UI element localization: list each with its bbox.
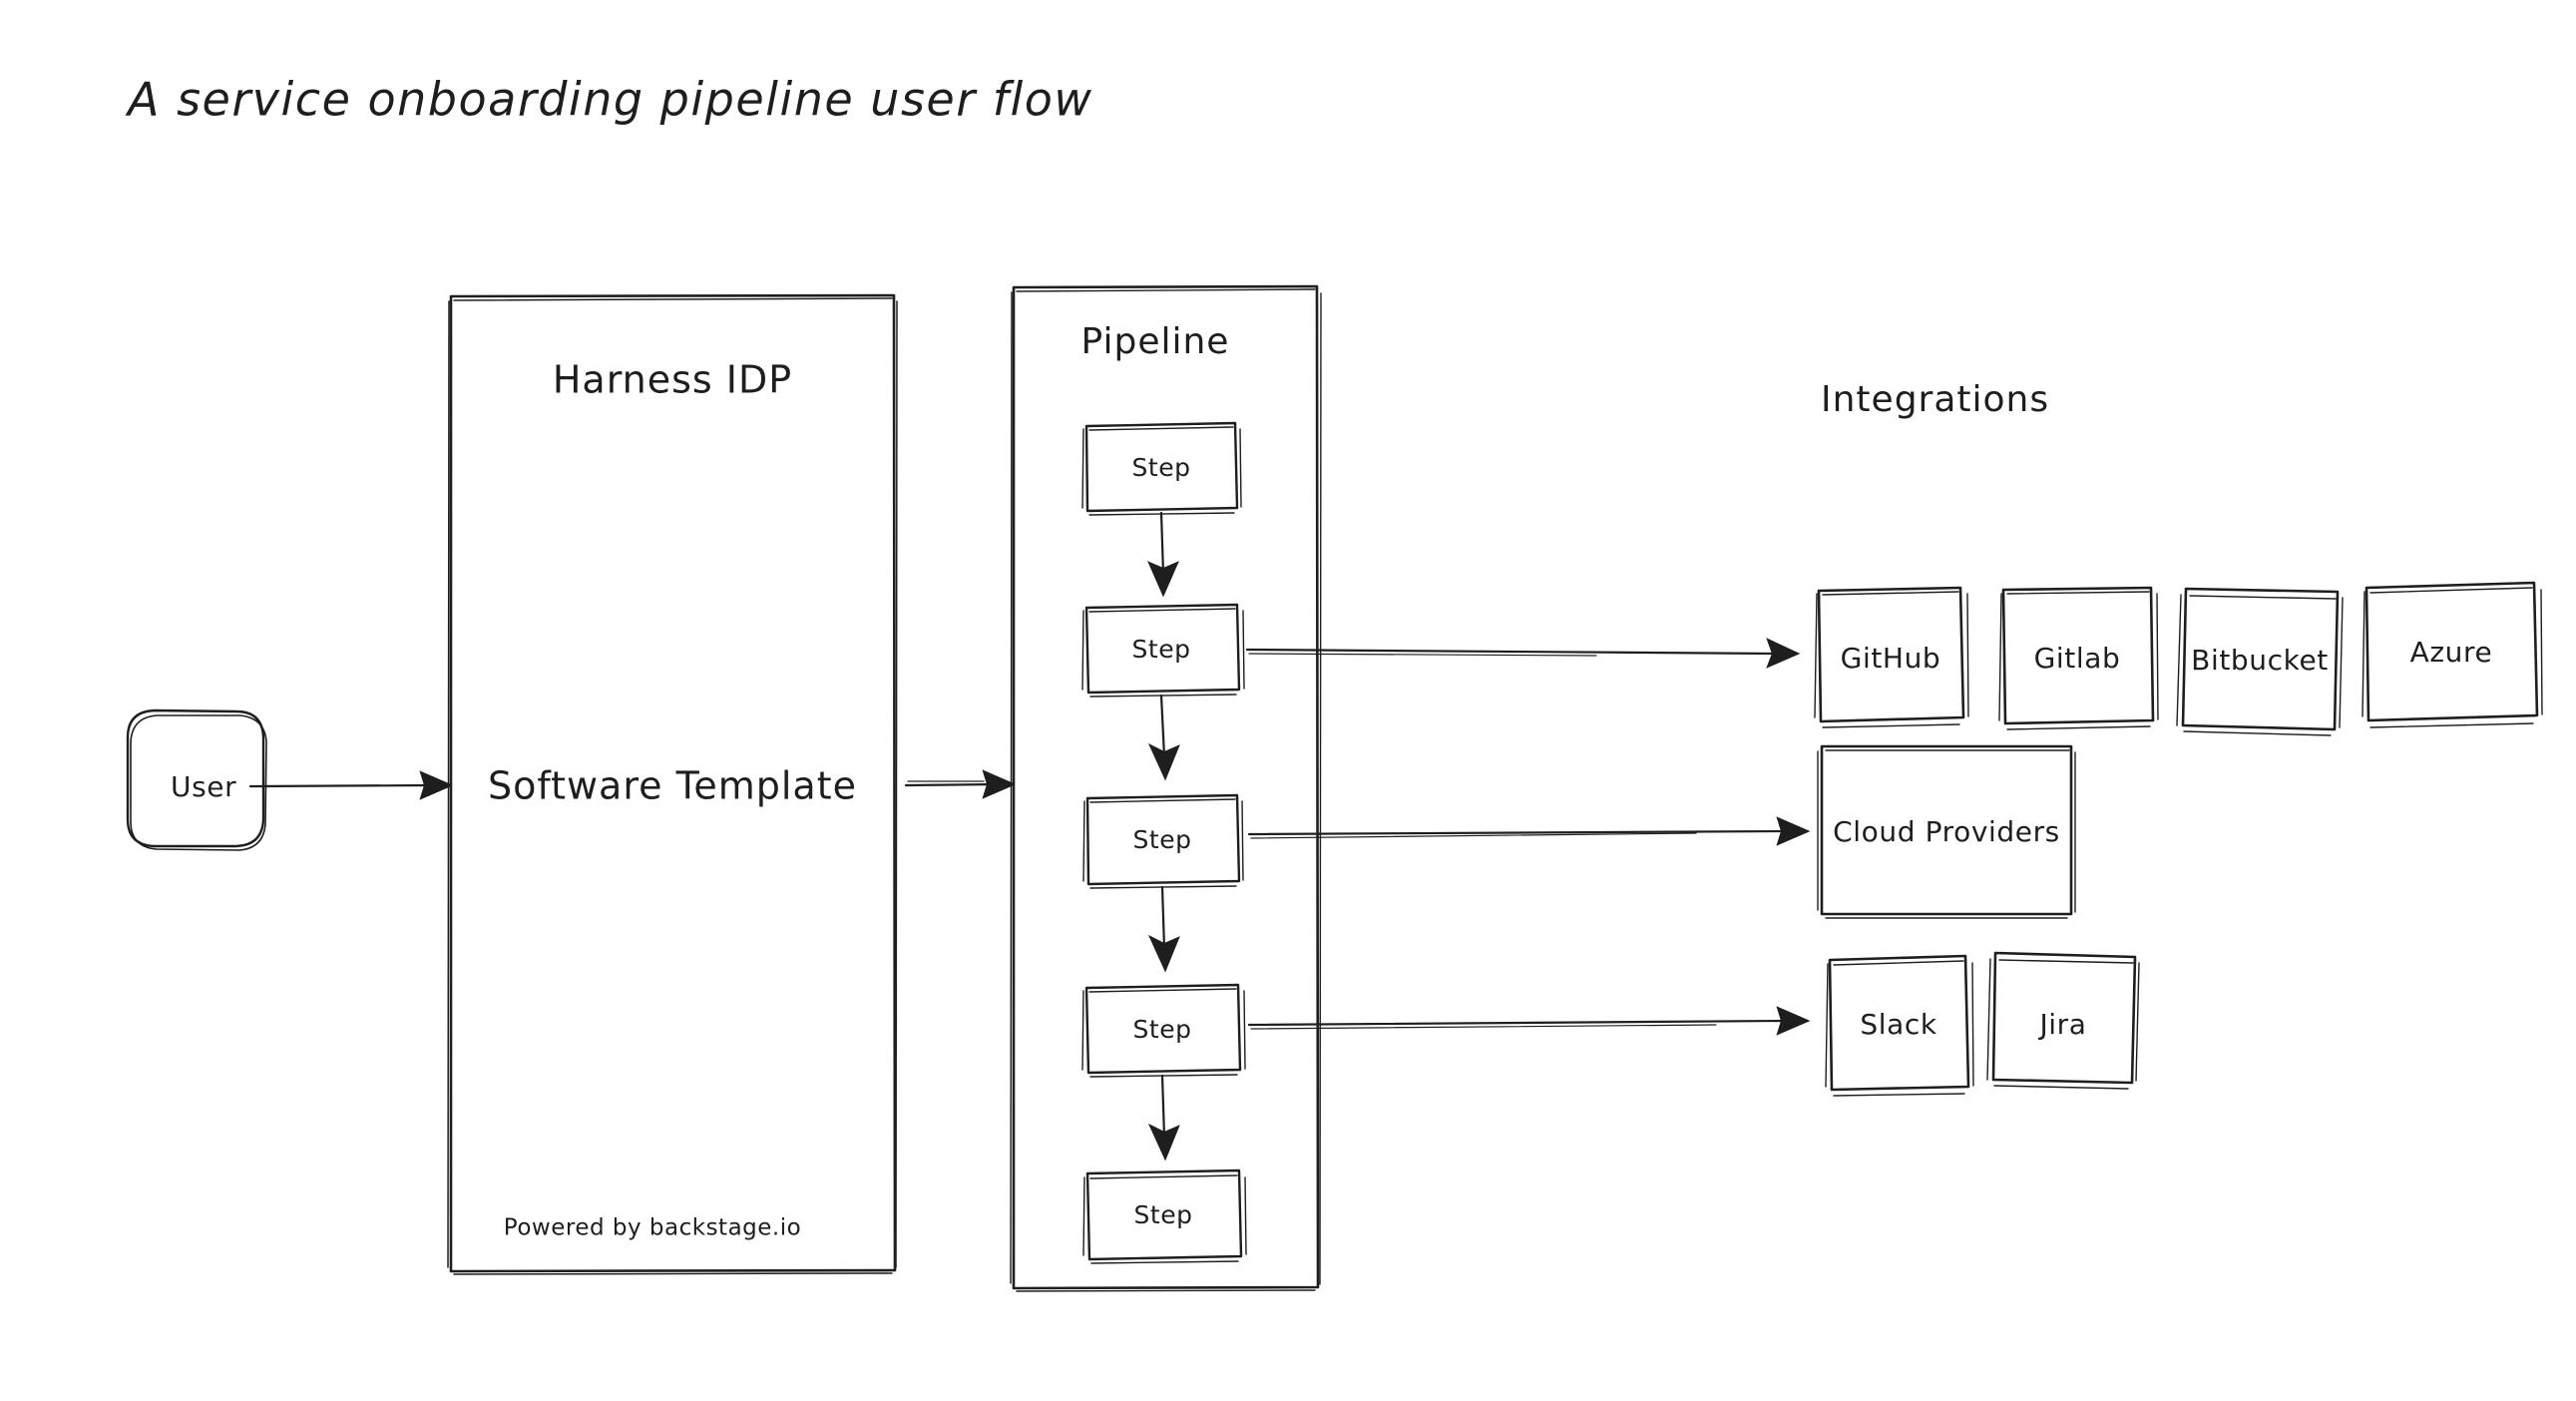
integration-azure[interactable]: Azure <box>2361 581 2543 728</box>
pipeline-step-3-label: Step <box>1133 825 1192 854</box>
integration-slack[interactable]: Slack <box>1825 954 1974 1097</box>
connector-step4-to-slack <box>1247 1006 1811 1036</box>
connector-user-to-idp <box>248 770 454 800</box>
integration-azure-label: Azure <box>2410 636 2493 669</box>
connector-idp-to-pipeline <box>904 769 1017 799</box>
connector-step2-step3 <box>1147 694 1180 781</box>
integration-bitbucket-label: Bitbucket <box>2191 644 2329 677</box>
container-pipeline[interactable]: Pipeline Step Step Step <box>1010 284 1322 1292</box>
integration-cloud-providers-label: Cloud Providers <box>1833 815 2060 848</box>
container-harness-idp[interactable]: Harness IDP Software Template Powered by… <box>447 293 898 1275</box>
title-text: A service onboarding pipeline user flow <box>125 73 1093 127</box>
integration-bitbucket[interactable]: Bitbucket <box>2176 587 2344 736</box>
integrations-header-text: Integrations <box>1821 379 2049 420</box>
pipeline-step-3[interactable]: Step <box>1082 793 1244 889</box>
integrations-section-header: Integrations <box>1821 379 2049 420</box>
pipeline-header: Pipeline <box>1081 321 1230 362</box>
pipeline-step-5-label: Step <box>1134 1200 1193 1229</box>
pipeline-step-4-label: Step <box>1133 1015 1192 1044</box>
integration-github-label: GitHub <box>1841 642 1941 675</box>
pipeline-step-4[interactable]: Step <box>1081 983 1246 1078</box>
harness-idp-header: Harness IDP <box>553 358 792 402</box>
integration-github[interactable]: GitHub <box>1814 586 1969 728</box>
integration-cloud-providers[interactable]: Cloud Providers <box>1817 744 2076 919</box>
connector-step1-step2 <box>1147 511 1179 598</box>
diagram-title: A service onboarding pipeline user flow <box>125 73 1093 127</box>
integration-gitlab[interactable]: Gitlab <box>1998 586 2159 730</box>
node-user[interactable]: User <box>126 708 267 851</box>
connector-step3-step4 <box>1147 885 1180 973</box>
pipeline-step-5[interactable]: Step <box>1082 1168 1247 1264</box>
powered-by-backstage-label: Powered by backstage.io <box>504 1215 801 1241</box>
pipeline-step-1-label: Step <box>1132 453 1191 482</box>
integration-jira[interactable]: Jira <box>1986 951 2140 1090</box>
connector-step4-step5 <box>1147 1074 1180 1162</box>
pipeline-step-2[interactable]: Step <box>1081 603 1245 698</box>
pipeline-step-2-label: Step <box>1132 635 1191 664</box>
node-user-label: User <box>171 770 236 803</box>
integration-slack-label: Slack <box>1860 1008 1937 1041</box>
connector-step2-to-github <box>1245 638 1801 669</box>
software-template-label: Software Template <box>488 764 857 808</box>
pipeline-step-1[interactable]: Step <box>1081 421 1242 516</box>
connector-step3-to-cloud-providers <box>1247 816 1811 846</box>
integration-gitlab-label: Gitlab <box>2034 642 2121 675</box>
integration-jira-label: Jira <box>2037 1008 2086 1041</box>
